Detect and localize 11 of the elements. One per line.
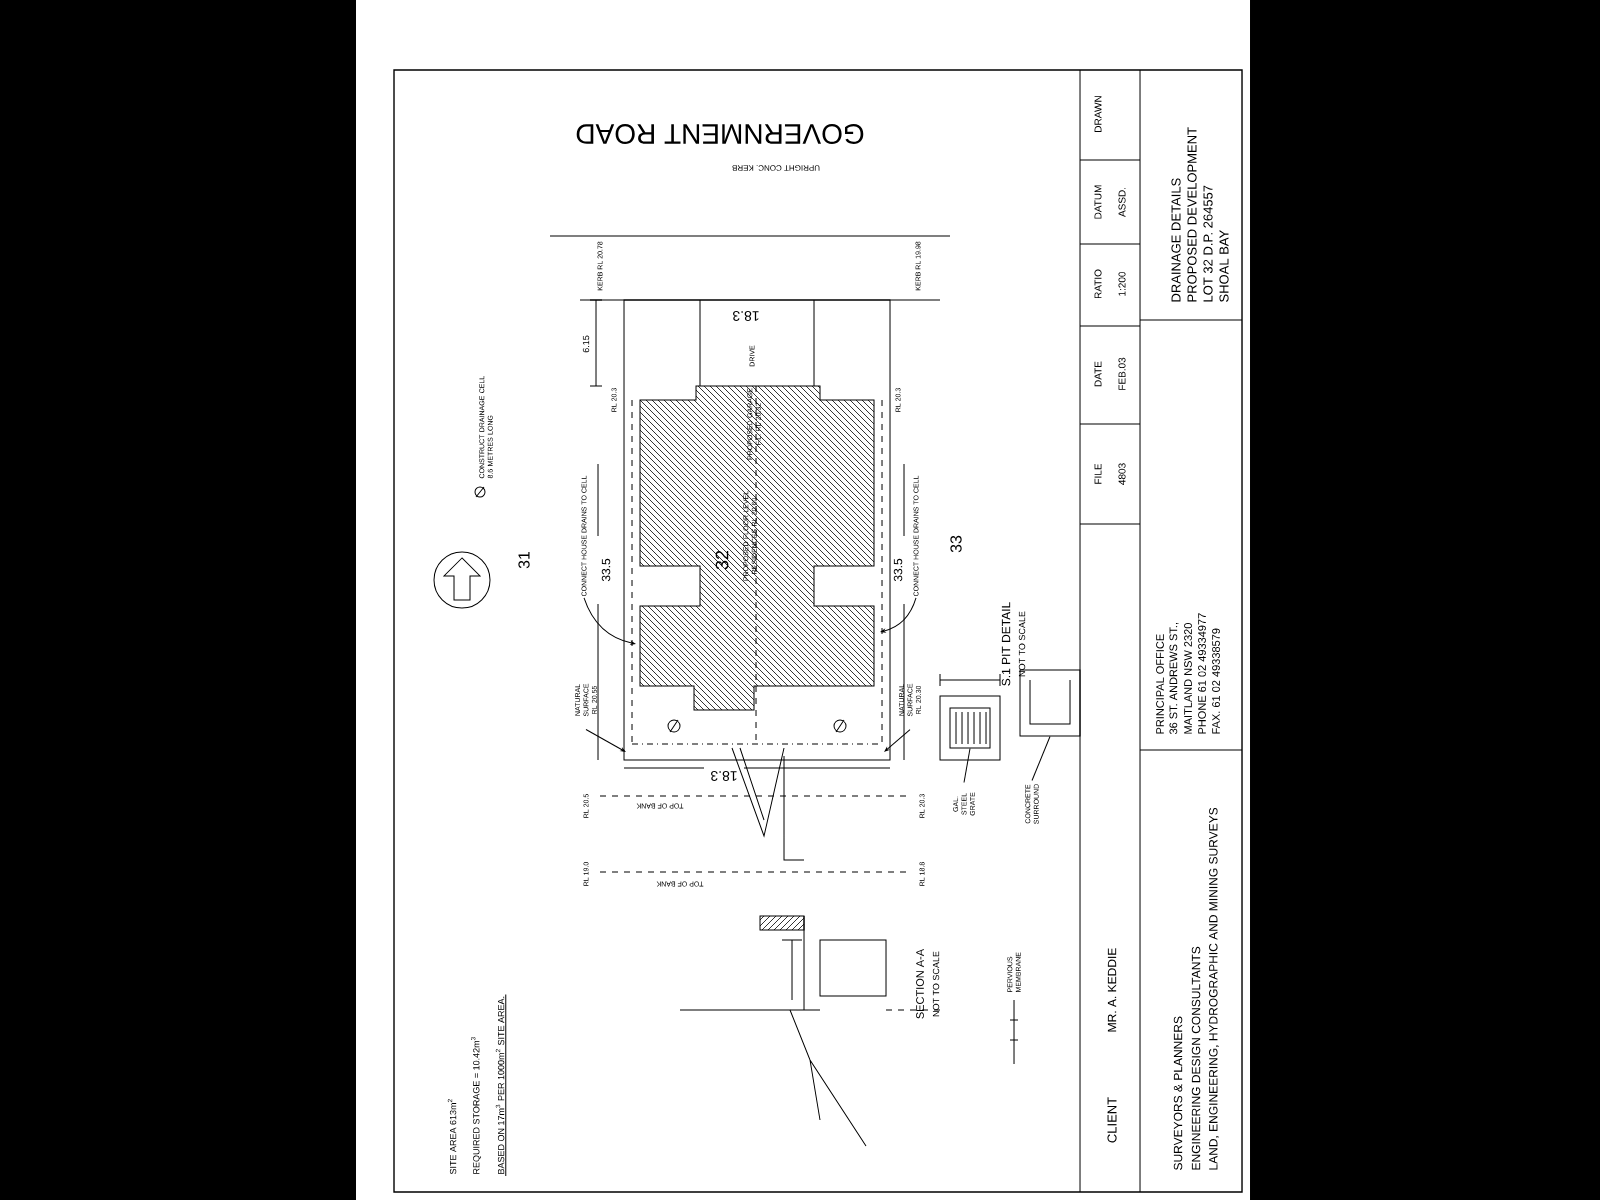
leader-line	[583, 597, 636, 645]
lot-number: 33	[950, 535, 962, 553]
leader-line	[963, 748, 971, 783]
grate-drawing	[949, 707, 991, 749]
street-name: GOVERNMENT ROAD	[576, 124, 864, 144]
leader-line	[1031, 736, 1051, 781]
leader-line	[585, 729, 626, 752]
leader-line	[884, 729, 911, 752]
lot-number: 31	[518, 551, 530, 569]
lot-number: 32	[715, 550, 729, 570]
leader-line	[880, 597, 917, 633]
